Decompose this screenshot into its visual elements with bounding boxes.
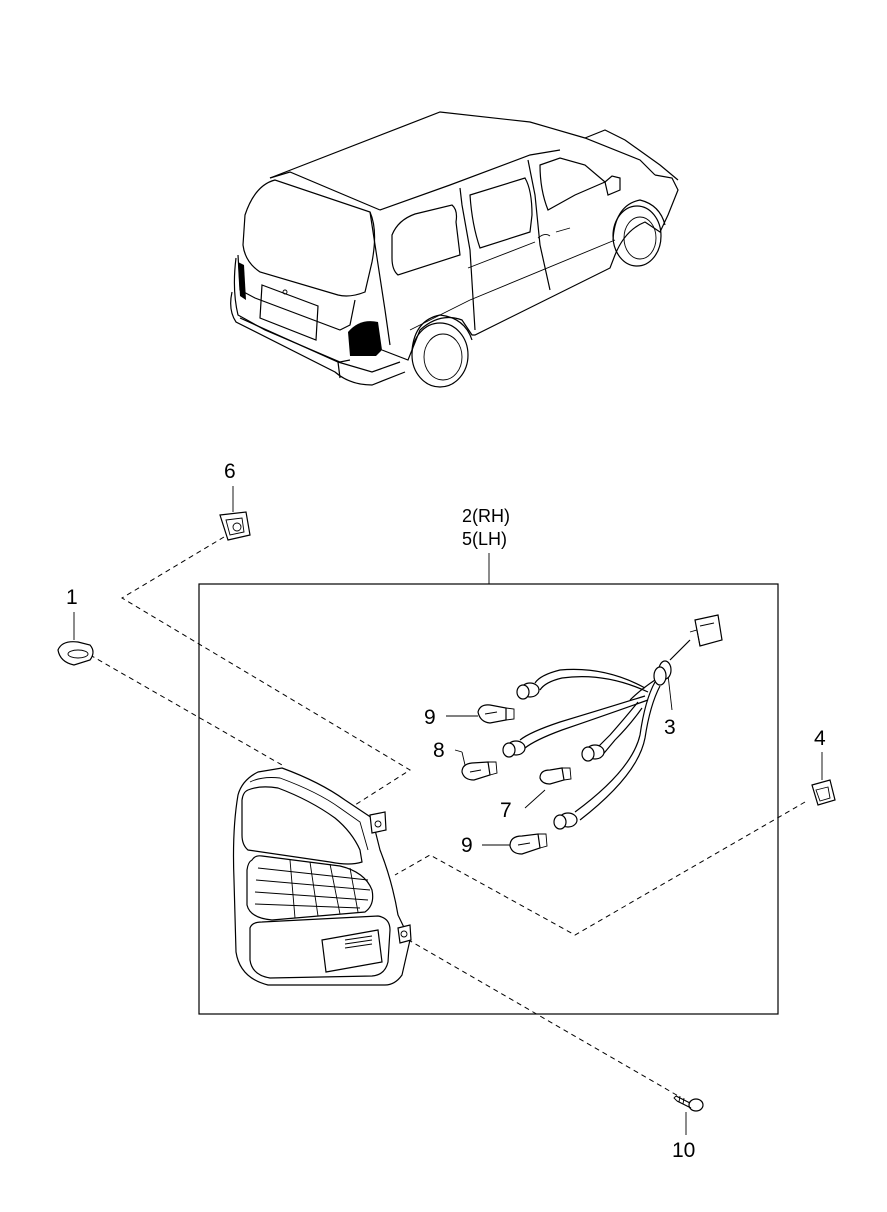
leader-lines bbox=[73, 486, 823, 1135]
rear-combination-lamp bbox=[232, 767, 412, 986]
bulb-9-upper bbox=[477, 704, 515, 724]
callout-9-upper: 9 bbox=[424, 706, 436, 729]
callout-8: 8 bbox=[433, 739, 445, 762]
wiring-harness-3 bbox=[502, 614, 723, 830]
bulb-8 bbox=[461, 761, 498, 781]
callout-3: 3 bbox=[664, 716, 676, 739]
socket-mid bbox=[502, 740, 526, 758]
screw-10 bbox=[673, 1095, 704, 1112]
clip-1 bbox=[57, 641, 94, 666]
socket-right bbox=[581, 744, 605, 762]
minivan-illustration bbox=[230, 111, 679, 388]
callout-5-lh: 5(LH) bbox=[462, 529, 507, 549]
callout-6: 6 bbox=[224, 460, 236, 483]
socket-bottom bbox=[553, 812, 578, 830]
callout-4: 4 bbox=[814, 727, 826, 750]
clip-4 bbox=[811, 779, 836, 806]
bulb-7 bbox=[539, 767, 572, 785]
assembly-frame bbox=[198, 583, 779, 1015]
callout-7: 7 bbox=[500, 799, 512, 822]
socket-top bbox=[516, 682, 540, 700]
callout-9-lower: 9 bbox=[461, 834, 473, 857]
callout-2-rh: 2(RH) bbox=[462, 506, 510, 526]
clip-6 bbox=[219, 511, 251, 541]
callout-10: 10 bbox=[672, 1139, 695, 1162]
bulb-9-lower bbox=[509, 833, 548, 855]
assembly-dashed-lines bbox=[89, 536, 806, 1098]
callout-1: 1 bbox=[66, 586, 78, 609]
